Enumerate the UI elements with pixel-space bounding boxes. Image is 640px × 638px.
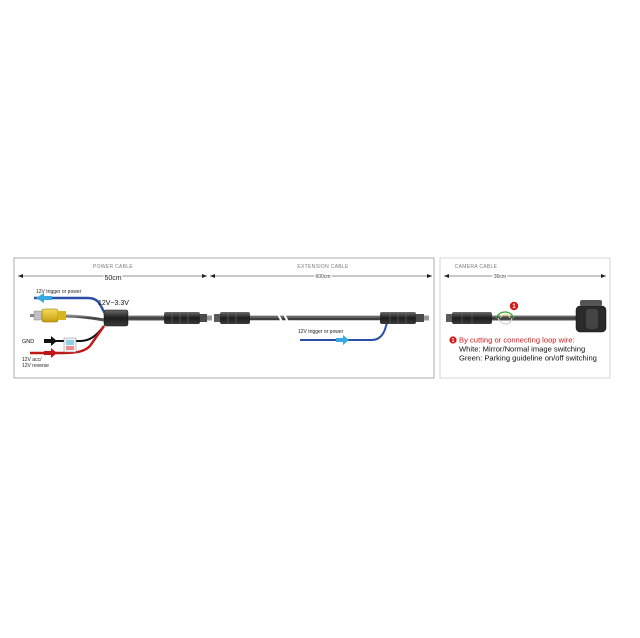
camera-length-label: 30cm [494,274,506,280]
fuse-holder-icon [63,337,77,353]
voltage-label: 12V~3.3V [98,300,129,307]
blue-arrow-icon [36,293,52,303]
extension-trigger-wire [300,319,389,341]
note-title: By cutting or connecting loop wire: [459,336,575,345]
extension-blue-arrow-icon [336,335,349,345]
note-badge-number: 1 [452,338,455,344]
extension-section-title: EXTENSION CABLE [297,264,349,270]
note-white-line: White: Mirror/Normal image switching [459,345,585,354]
gnd-arrow-icon [44,336,57,346]
note-green-line: Green: Parking guideline on/off switchin… [459,354,597,363]
camera-housing-icon [575,300,607,333]
camera-cable [492,315,576,321]
rca-cable [65,314,105,322]
camera-dimension [444,274,606,278]
gnd-label: GND [22,339,34,345]
power-dimension [18,274,207,278]
loop-wires [495,311,515,325]
red-arrow-icon [44,348,57,358]
extension-connector-male [380,312,429,324]
camera-connector [446,312,492,324]
extension-connector-female [214,312,250,324]
extension-length-label: 600cm [315,274,330,280]
power-extension-frame [13,257,435,379]
extension-trigger-label: 12V trigger or power [298,329,344,335]
camera-section-title: CAMERA CABLE [455,264,498,270]
power-main-cable [128,315,164,321]
rca-plug [30,308,66,323]
loop-badge-number: 1 [512,304,516,310]
camera-frame [439,257,611,379]
loop-badge-icon: 1 [509,301,519,310]
note-badge-icon: 1 [449,336,457,344]
trigger-power-label: 12V trigger or power [36,289,82,295]
red-power-wire [30,325,105,355]
power-length-label: 50cm [104,275,121,282]
junction-block [103,309,129,327]
reverse-label: 12V reverse [22,363,49,369]
acc-label: 12V acc/ [22,357,42,363]
power-connector [164,312,212,324]
extension-dimension [210,274,432,278]
cable-break-marks [277,313,289,323]
power-section-title: POWER CABLE [93,264,133,270]
